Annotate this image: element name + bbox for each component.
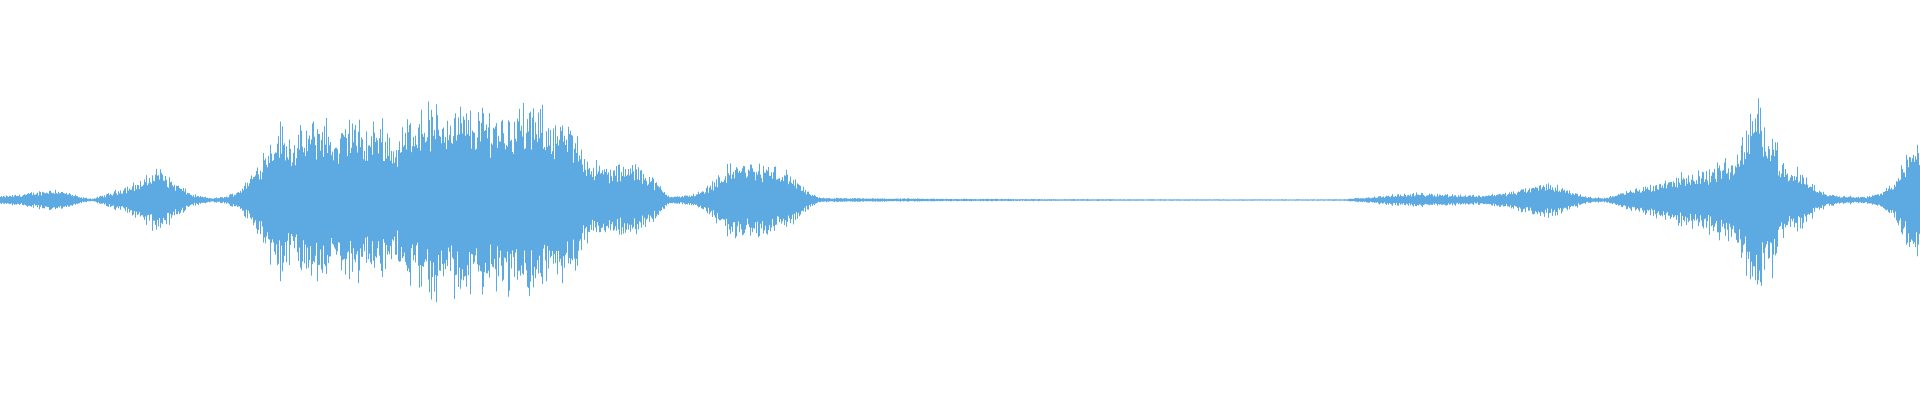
- waveform-bars: [0, 98, 1920, 303]
- waveform-path: [0, 98, 1920, 303]
